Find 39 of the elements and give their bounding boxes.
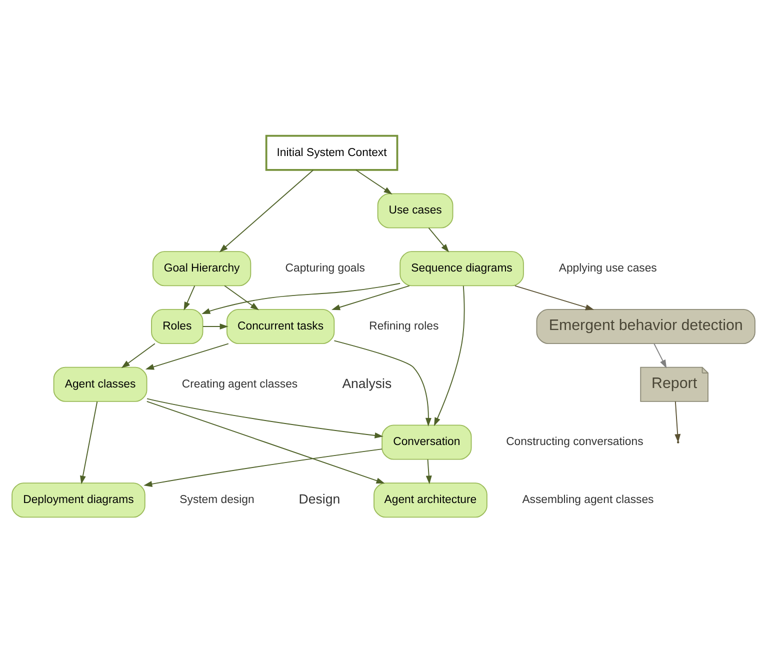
node-box: Emergent behavior detection [536,308,756,344]
label: Capturing goals [285,262,365,275]
node-box: Conversation [382,424,472,460]
arrow [428,227,450,252]
node-box: Agent classes [53,366,148,402]
node-box: Roles [151,308,204,344]
arrow [202,282,401,314]
arrow [219,170,314,252]
label: Assembling agent classes [522,494,654,506]
arrow [654,343,667,368]
node-box: Goal Hierarchy [152,251,252,286]
node-box: Deployment diagrams [12,482,146,518]
arrow [146,398,384,438]
label: System design [180,494,254,506]
label: Design [298,492,340,507]
arrow [514,285,594,310]
arrow [426,458,432,484]
label: Analysis [342,376,392,391]
arrow [224,285,259,310]
arrow [184,285,196,311]
arrow [80,401,98,484]
node-box: Sequence diagrams [400,251,524,286]
node-box: Use cases [377,193,454,228]
arrow [202,324,228,330]
label: Refining roles [369,320,439,332]
arrow [334,340,432,427]
arrow [146,400,385,484]
arrow [144,448,382,487]
label: Creating agent classes [182,378,298,390]
node-box: Initial System Context [265,134,398,171]
label: Constructing conversations [506,436,644,448]
node-box: Agent architecture [374,482,488,518]
label: Applying use cases [558,262,657,275]
arrow [434,285,465,426]
arrow [331,285,410,310]
arrow [355,170,392,194]
arrow [121,343,156,368]
node-box: Concurrent tasks [226,308,335,344]
arrow [145,343,229,370]
